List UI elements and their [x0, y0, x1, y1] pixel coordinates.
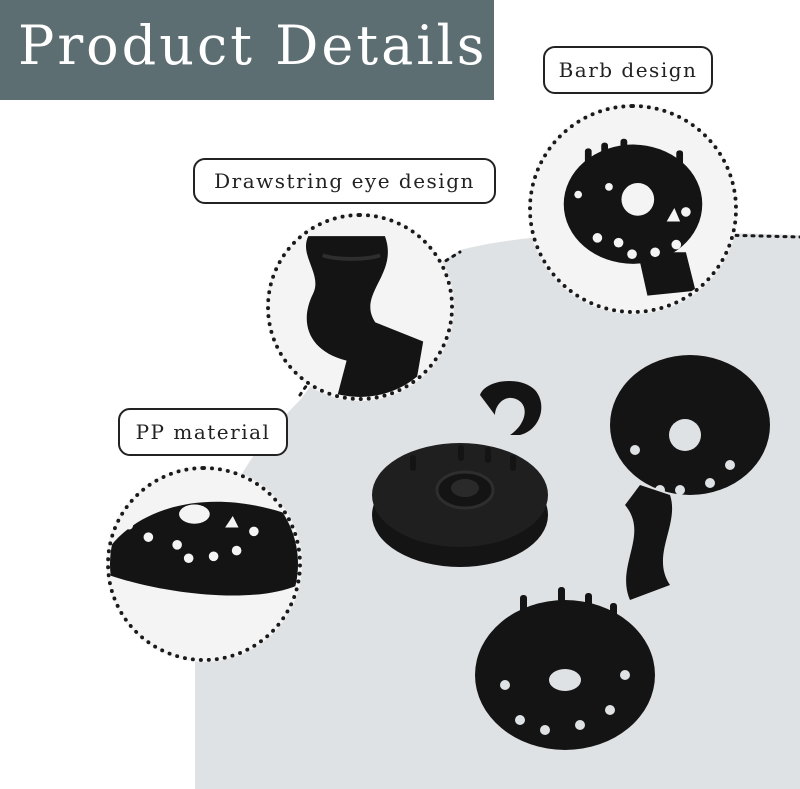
page-title: Product Details — [18, 14, 488, 77]
drawstring-eye-closeup — [266, 213, 454, 401]
barb-closeup — [528, 104, 738, 314]
pp-material-label: PP material — [118, 408, 288, 456]
pp-material-closeup-image — [110, 470, 298, 658]
pp-material-closeup — [106, 466, 302, 662]
product-clips-photo — [370, 355, 790, 775]
barb-design-label: Barb design — [543, 46, 713, 94]
barb-closeup-image — [532, 108, 734, 310]
drawstring-eye-label: Drawstring eye design — [193, 158, 496, 204]
drawstring-eye-closeup-image — [270, 217, 450, 397]
title-banner: Product Details — [0, 0, 494, 100]
product-clip-image — [372, 355, 770, 750]
